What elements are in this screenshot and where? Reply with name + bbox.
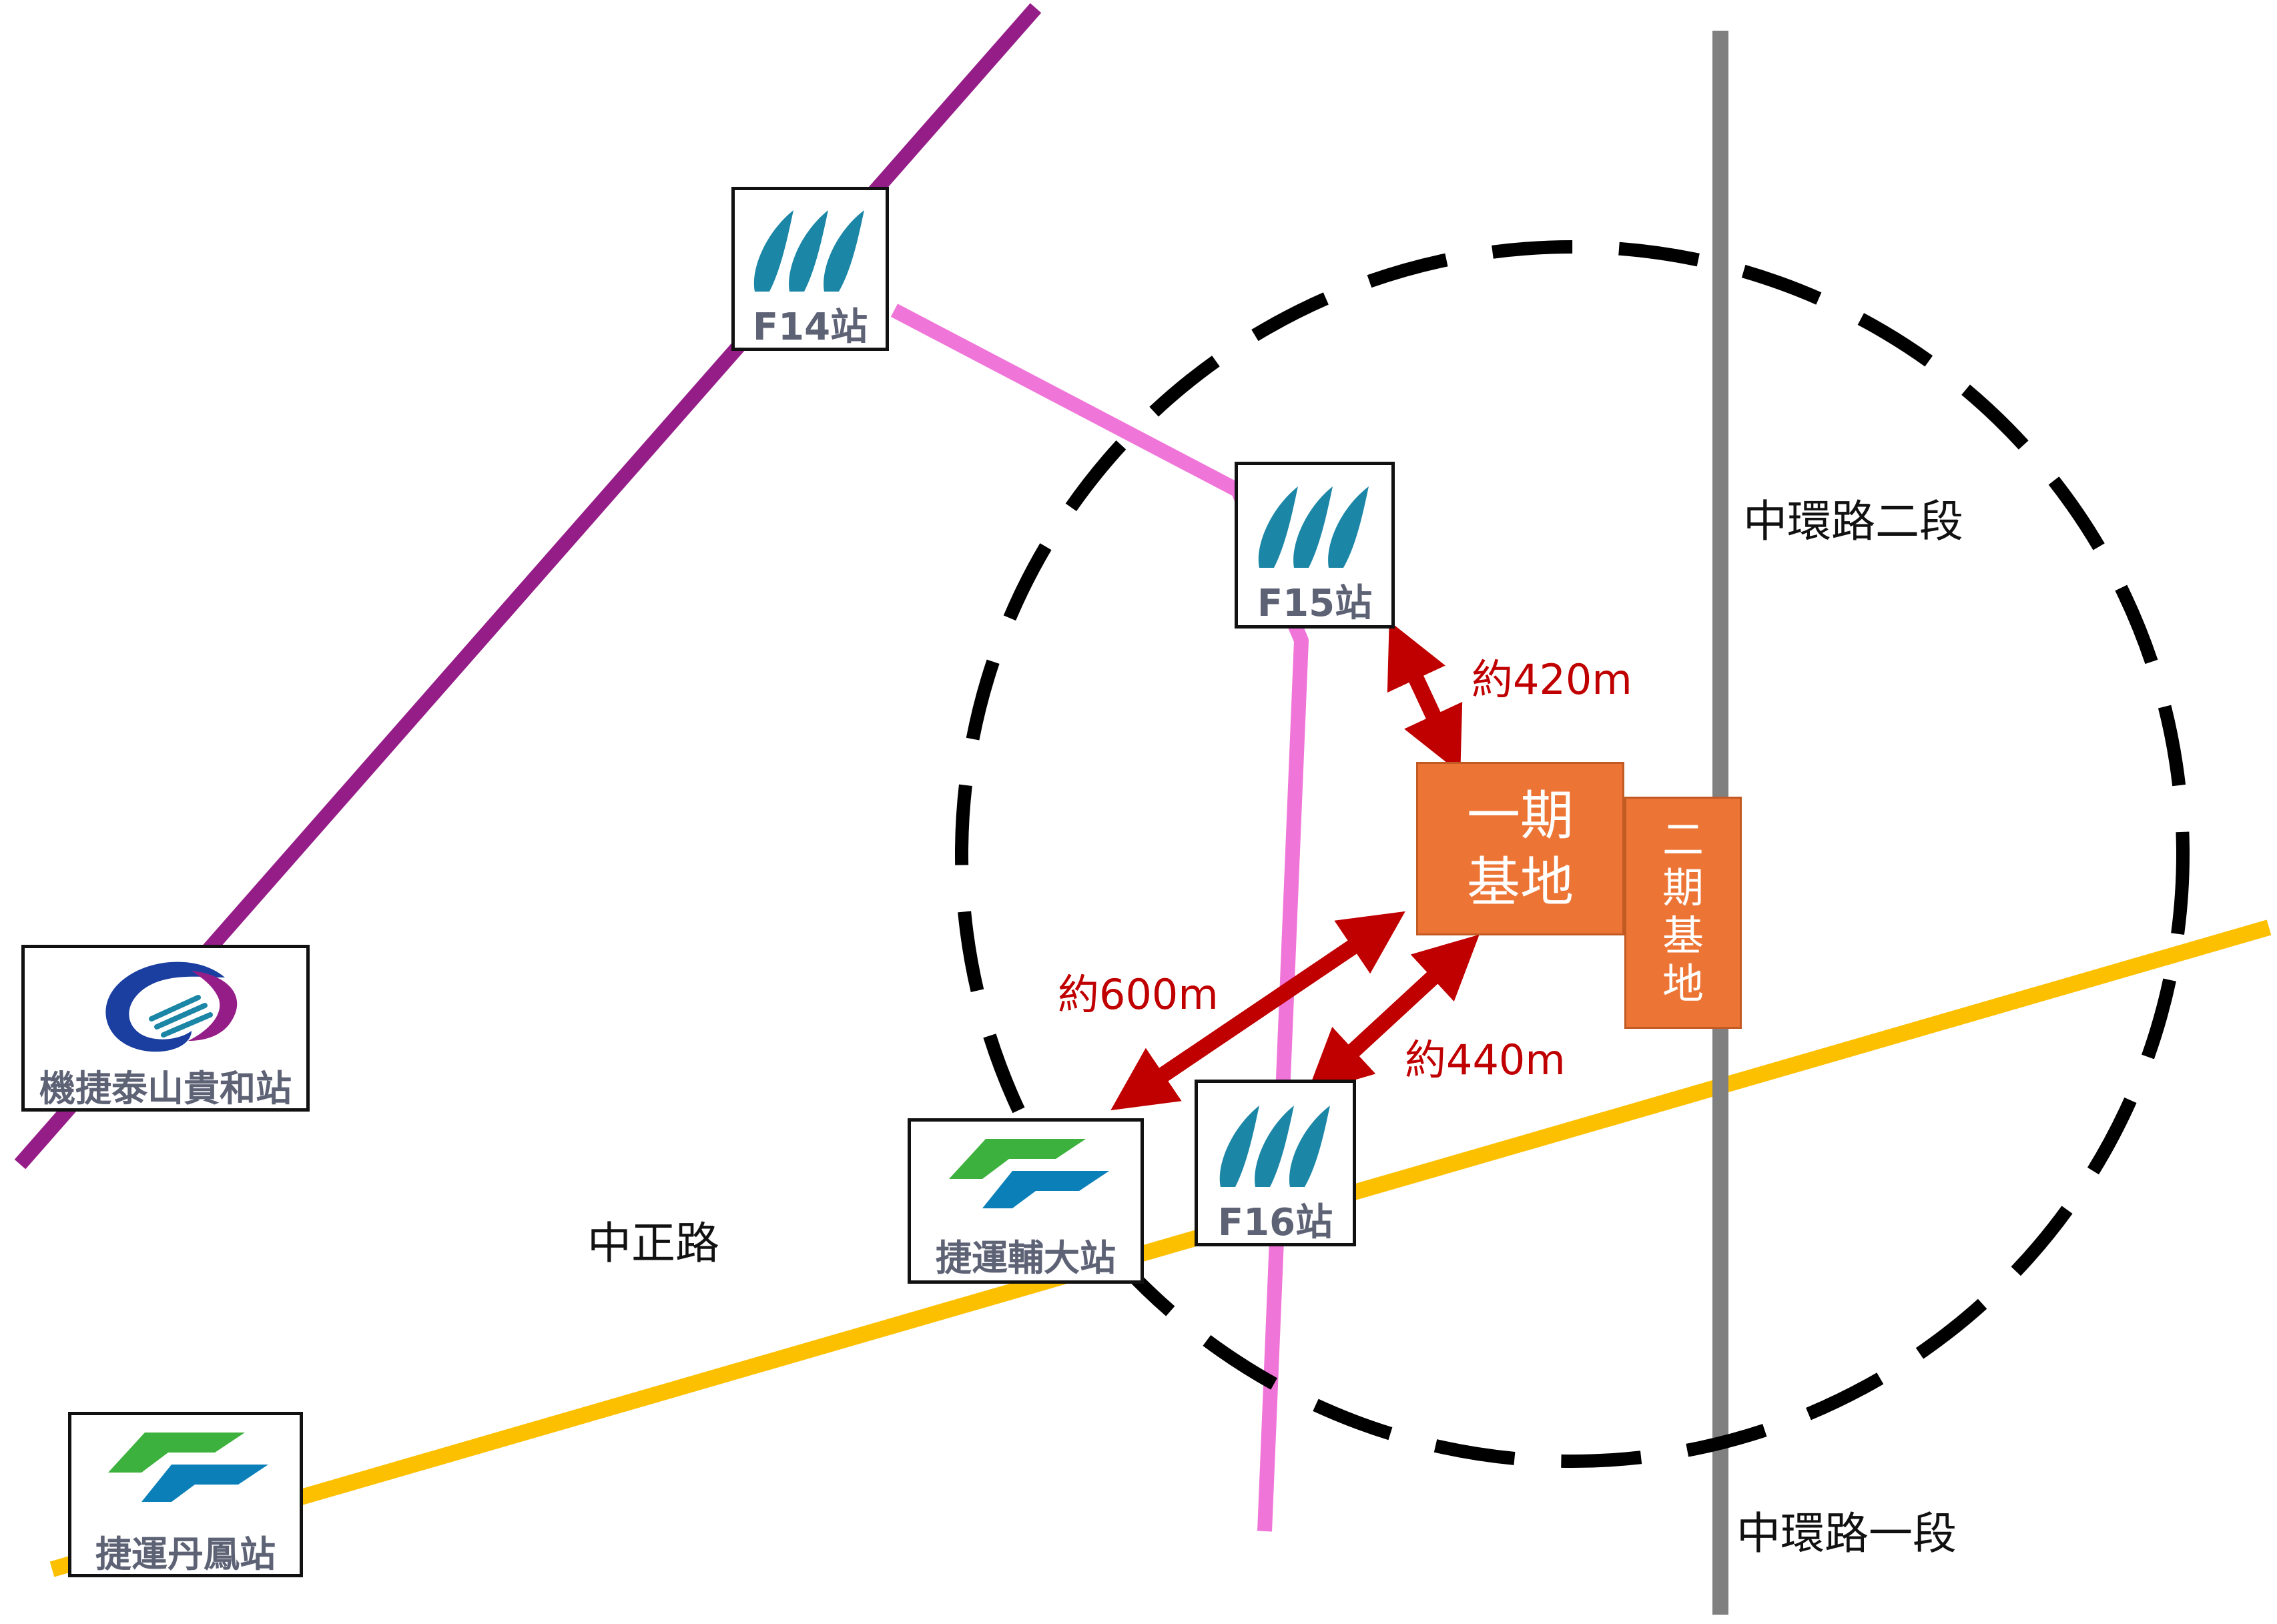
road-label-zhonghuan-sec1: 中環路一段 [1736,1508,1957,1559]
station-fu-jen-university[interactable]: 捷運輔大站 [908,1118,1144,1284]
station-name-f16: F16站 [1217,1201,1333,1244]
distance-label-f16: 約440m [1405,1036,1566,1084]
phase1-base-line1: 一期 [1467,785,1574,847]
circular-line-logo-icon [1258,486,1369,568]
distance-arrow-f15 [1387,621,1463,774]
zhongzheng-road [49,919,2272,1577]
phase2-base-char: 地 [1662,959,1704,1008]
phase2-base-char: 期 [1662,863,1704,912]
phase2-base: 二 期 基 地 [1624,797,1742,1029]
phase2-base-char: 基 [1662,911,1704,960]
phase2-base-char: 二 [1662,815,1704,864]
radius-circle [955,240,2190,1468]
distance-label-f15: 約420m [1472,655,1632,704]
distance-arrow-f16 [1307,934,1480,1094]
circular-line-logo-icon [1219,1106,1330,1187]
circular-line-logo-icon [753,210,864,292]
station-f14[interactable]: F14站 [731,187,889,351]
station-name-taishan-guihe: 機捷泰山貴和站 [39,1068,292,1110]
station-name-fu-jen-university: 捷運輔大站 [936,1237,1116,1279]
road-label-zhonghuan-sec2: 中環路二段 [1743,496,1963,547]
road-label-zhongzheng: 中正路 [587,1218,719,1269]
station-name-f14: F14站 [752,306,868,349]
phase1-base-line2: 基地 [1467,851,1574,913]
station-name-f15: F15站 [1257,582,1373,625]
taipei-metro-logo-icon [108,1433,268,1502]
station-f15[interactable]: F15站 [1235,462,1395,629]
station-danfeng[interactable]: 捷運丹鳳站 [68,1412,303,1577]
station-taishan-guihe[interactable]: 機捷泰山貴和站 [21,945,310,1112]
distance-label-fuda: 約600m [1058,970,1219,1019]
taipei-metro-logo-icon [949,1139,1109,1208]
station-name-danfeng: 捷運丹鳳站 [95,1533,276,1575]
airport-mrt-logo-icon [105,961,238,1052]
phase1-base: 一期 基地 [1416,762,1624,935]
station-f16[interactable]: F16站 [1195,1080,1356,1246]
